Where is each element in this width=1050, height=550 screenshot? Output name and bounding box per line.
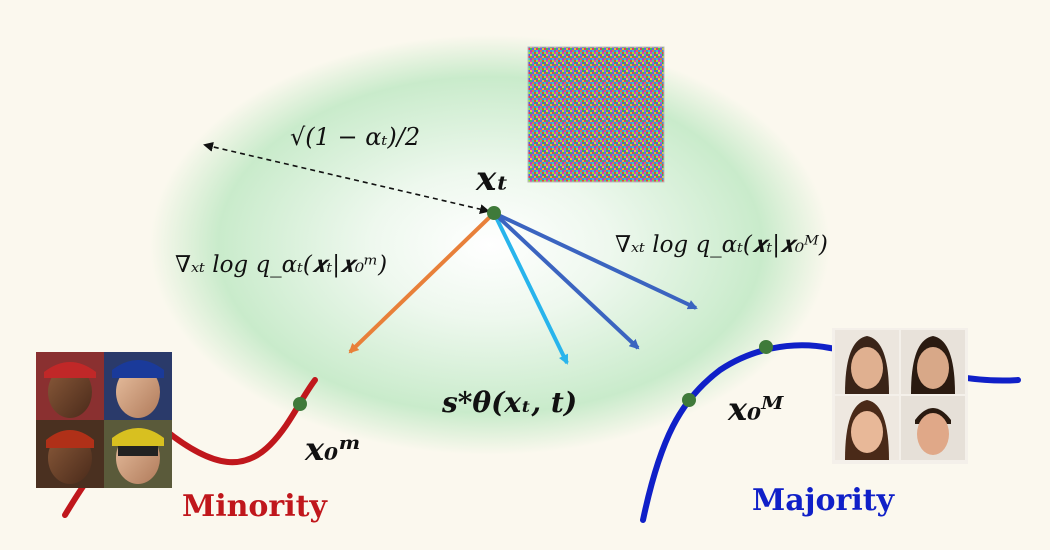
x0-majority-label: 𝒙₀ᴹ — [727, 390, 784, 428]
majority-gradient-label: ∇ₓₜ log q_αₜ(𝒙ₜ|𝒙₀ᴹ) — [615, 232, 828, 258]
x0-minority-label: 𝒙₀ᵐ — [304, 430, 361, 468]
xt-label: 𝒙ₜ — [475, 159, 509, 199]
majority-label: Majority — [752, 483, 896, 518]
majority-gradient-arrow-mid — [492, 211, 640, 350]
xt-node — [487, 206, 501, 220]
minority-faces-image — [36, 352, 172, 488]
noise-image — [527, 46, 665, 183]
noise-scale-arrow — [203, 141, 490, 215]
majority-faces-image — [832, 328, 968, 464]
minority-gradient-arrow — [348, 211, 496, 354]
score-label: 𝒔*θ(𝒙ₜ, t) — [441, 386, 577, 419]
score-arrow — [492, 212, 569, 365]
minority-node — [293, 397, 307, 411]
majority-node-left — [682, 393, 696, 407]
noise-scale-label: √(1 − αₜ)/2 — [290, 123, 420, 151]
minority-gradient-label: ∇ₓₜ log q_αₜ(𝒙ₜ|𝒙₀ᵐ) — [175, 252, 387, 278]
minority-label: Minority — [182, 489, 328, 524]
majority-node-top — [759, 340, 773, 354]
majority-gradient-arrow — [493, 211, 698, 310]
